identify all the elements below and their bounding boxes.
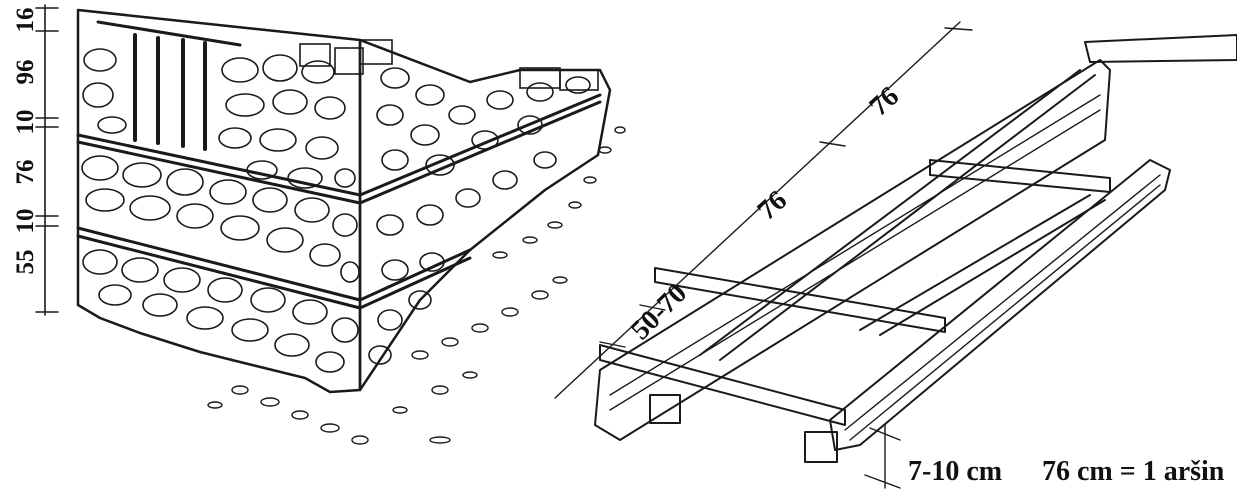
dim-label-76: 76	[12, 160, 39, 185]
stone-wall-illustration	[76, 8, 626, 445]
dim-label-10-lower: 10	[12, 209, 39, 234]
dimension-tick	[639, 304, 666, 311]
thickness-label: 7-10 cm	[908, 456, 1002, 487]
thickness-tick	[864, 474, 901, 489]
span-label-lower: 76	[752, 185, 794, 227]
ground-pebbles	[207, 126, 626, 445]
inner-rails	[699, 69, 1106, 361]
grating-posts	[96, 20, 242, 151]
dim-label-55: 55	[12, 250, 39, 275]
dimension-line	[554, 21, 961, 399]
dim-label-16: 16	[12, 8, 39, 33]
beam-end-block	[649, 394, 681, 424]
dimension-tick	[944, 27, 973, 31]
beam-end-block	[804, 431, 838, 463]
wall-stones	[81, 39, 599, 373]
long-beams	[594, 59, 1171, 451]
cross-timbers	[599, 34, 1237, 426]
arsin-conversion-label: 76 cm = 1 aršin	[1042, 456, 1225, 487]
width-label: 50-70	[625, 278, 693, 346]
span-label-upper: 76	[864, 81, 906, 123]
dimension-tick	[819, 141, 846, 147]
timber-frame-illustration	[554, 21, 1237, 489]
dim-label-96: 96	[12, 60, 39, 85]
thickness-tick	[869, 427, 901, 441]
dimension-tick	[599, 341, 626, 348]
left-dimension-scale: 16 96 10 76 10 55	[12, 4, 59, 316]
dim-label-10-upper: 10	[12, 110, 39, 135]
timber-bands	[76, 9, 602, 310]
